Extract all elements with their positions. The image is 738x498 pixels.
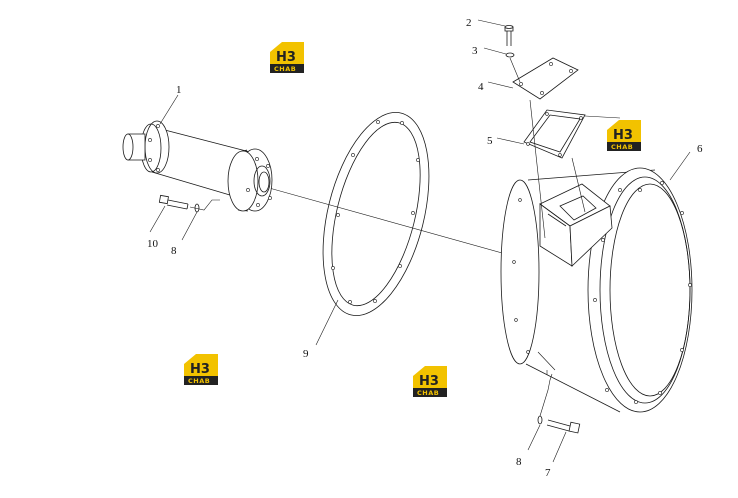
callout-10: 10 (147, 238, 159, 250)
callout-6: 6 (697, 143, 703, 155)
callout-1: 1 (176, 84, 182, 96)
leader-line (552, 431, 567, 463)
svg-text:H3: H3 (190, 362, 210, 377)
watermark-logo: H3 CHAB (413, 366, 447, 397)
watermark-logo: H3 CHAB (184, 354, 218, 385)
callout-3: 3 (472, 45, 478, 57)
leader-line (477, 19, 506, 27)
assembly-axis-line (584, 115, 621, 119)
bolt-part-7 (546, 419, 581, 434)
shaft-part-1 (122, 120, 273, 212)
svg-text:H3: H3 (276, 50, 296, 65)
leader-line (527, 424, 541, 451)
svg-text:CHAB: CHAB (611, 143, 633, 151)
screw-part-2 (504, 25, 514, 46)
cover-plate-part-4 (512, 57, 579, 100)
leader-line (539, 373, 553, 417)
callout-7: 7 (545, 467, 551, 479)
leader-line (496, 137, 525, 145)
leader-line (669, 151, 691, 181)
leader-line (487, 81, 514, 89)
leader-line (181, 211, 198, 241)
watermark-logo: H3 CHAB (607, 120, 641, 151)
washer-part-8-lower (537, 415, 543, 425)
assembly-axis-line (529, 99, 546, 239)
gasket-plate-part-5 (523, 109, 586, 159)
assembly-axis-line (509, 57, 521, 83)
leader-line (159, 94, 179, 125)
assembly-axis-line (571, 157, 586, 213)
bolt-part-10 (158, 194, 189, 210)
leader-line (189, 199, 220, 211)
svg-text:CHAB: CHAB (274, 65, 296, 73)
svg-text:H3: H3 (419, 374, 439, 389)
svg-text:CHAB: CHAB (417, 389, 439, 397)
leader-line (149, 205, 166, 233)
callout-9: 9 (303, 348, 309, 360)
callout-8-lower: 8 (516, 456, 522, 468)
leader-line (483, 47, 507, 55)
callout-4: 4 (478, 81, 484, 93)
washer-part-3 (505, 52, 515, 58)
leader-line (315, 299, 339, 346)
svg-text:H3: H3 (613, 128, 633, 143)
assembly-axis-line (261, 185, 521, 259)
callout-8-left: 8 (171, 245, 177, 257)
callout-2: 2 (466, 17, 472, 29)
svg-text:CHAB: CHAB (188, 377, 210, 385)
callout-5: 5 (487, 135, 493, 147)
watermark-logo: H3 CHAB (270, 42, 304, 73)
gasket-part-9 (322, 112, 430, 316)
housing-part-6 (500, 167, 693, 413)
